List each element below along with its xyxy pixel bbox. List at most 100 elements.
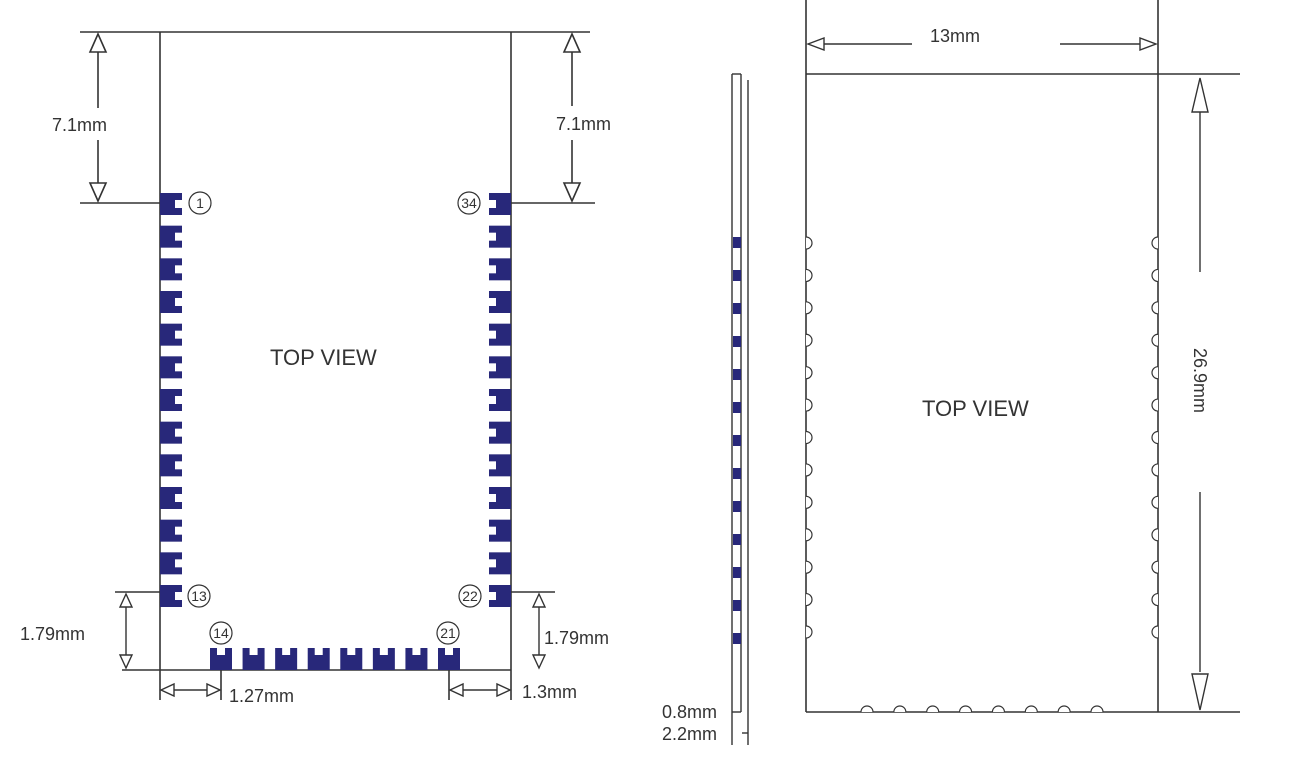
right-pad xyxy=(489,291,511,313)
dim-bottom-right: 1.79mm xyxy=(544,628,609,648)
side-pad-strip xyxy=(733,237,741,644)
castellation-left xyxy=(805,430,813,445)
pin-label-13: 13 xyxy=(187,584,211,608)
pin-label-34: 34 xyxy=(457,191,481,215)
bottom-pad xyxy=(242,648,265,670)
side-pad xyxy=(733,435,741,446)
bottom-pad xyxy=(340,648,363,670)
right-pad xyxy=(489,519,511,542)
castellation-left xyxy=(805,592,813,607)
left-pad xyxy=(160,258,182,281)
side-pad xyxy=(733,567,741,578)
right-pad xyxy=(489,454,511,477)
pin-label-21: 21 xyxy=(436,621,460,645)
bottom-pad xyxy=(210,648,232,670)
dim-pitch: 1.27mm xyxy=(229,686,294,706)
dim-arrow-width xyxy=(806,36,1158,52)
castellation-right xyxy=(1151,366,1159,380)
castellation-right xyxy=(1151,560,1159,574)
right-pad xyxy=(489,421,511,444)
pin-22-text: 22 xyxy=(462,588,478,604)
right-pad xyxy=(489,193,511,215)
castellation-left xyxy=(805,398,813,412)
dim-top-right: 7.1mm xyxy=(556,114,611,134)
dim-width: 13mm xyxy=(930,26,980,46)
left-pad xyxy=(160,454,182,477)
right-view-castellations xyxy=(805,236,1159,713)
castellation-right xyxy=(1151,528,1159,542)
left-pad xyxy=(160,225,182,248)
castellation-bottom xyxy=(991,705,1006,713)
pin-1-text: 1 xyxy=(196,195,204,211)
bottom-pad xyxy=(438,648,460,670)
pin-label-1: 1 xyxy=(188,191,212,215)
right-pad xyxy=(489,225,511,248)
dim-height: 26.9mm xyxy=(1190,348,1210,413)
right-view-title: TOP VIEW xyxy=(922,396,1029,421)
right-pad xyxy=(489,585,511,607)
dim-arrow-height xyxy=(1191,77,1209,711)
dim-arrow-pitch xyxy=(159,682,222,698)
left-pad xyxy=(160,552,182,575)
castellation-bottom xyxy=(1057,705,1071,713)
pin-13-text: 13 xyxy=(191,588,207,604)
left-pad xyxy=(160,585,182,607)
dim-arrow-bottom-right xyxy=(531,592,547,670)
bottom-pad-row xyxy=(210,648,460,670)
dim-top-left: 7.1mm xyxy=(52,115,107,135)
castellation-left xyxy=(805,236,813,250)
left-view-title: TOP VIEW xyxy=(270,345,377,370)
left-pad-column xyxy=(160,193,182,607)
castellation-right xyxy=(1151,592,1159,607)
castellation-left xyxy=(805,528,813,542)
left-pad xyxy=(160,389,182,411)
right-top-view xyxy=(805,0,1240,713)
castellation-right xyxy=(1151,301,1159,315)
left-pad xyxy=(160,421,182,444)
castellation-bottom xyxy=(1090,705,1104,713)
left-pad xyxy=(160,323,182,346)
right-pad xyxy=(489,356,511,379)
castellation-left xyxy=(805,495,813,509)
pin-label-22: 22 xyxy=(458,584,482,608)
castellation-left xyxy=(805,268,813,283)
castellation-right xyxy=(1151,268,1159,283)
castellation-bottom xyxy=(860,705,874,713)
bottom-pad xyxy=(307,648,330,670)
right-pad-column xyxy=(489,193,511,607)
right-pad xyxy=(489,487,511,509)
castellation-bottom xyxy=(893,705,907,713)
bottom-pad xyxy=(405,648,428,670)
castellation-bottom xyxy=(958,705,973,713)
left-pad xyxy=(160,356,182,379)
right-pad xyxy=(489,389,511,411)
dim-arrow-top-right xyxy=(562,32,582,203)
side-pad xyxy=(733,534,741,545)
right-pad xyxy=(489,552,511,575)
bottom-pad xyxy=(372,648,395,670)
side-pad xyxy=(733,501,741,512)
dim-total-thickness: 2.2mm xyxy=(662,724,717,744)
castellation-right xyxy=(1151,430,1159,445)
side-pad xyxy=(733,468,741,479)
left-pad xyxy=(160,487,182,509)
castellation-left xyxy=(805,333,813,347)
right-pad xyxy=(489,258,511,281)
left-pad xyxy=(160,291,182,313)
castellation-bottom xyxy=(1024,705,1038,713)
castellation-right xyxy=(1151,495,1159,509)
castellation-bottom xyxy=(926,705,940,713)
pin-34-text: 34 xyxy=(461,195,477,211)
side-pad xyxy=(733,369,741,380)
castellation-left xyxy=(805,625,813,639)
left-pad xyxy=(160,519,182,542)
castellation-right xyxy=(1151,333,1159,347)
pin-21-text: 21 xyxy=(440,625,456,641)
bottom-pad xyxy=(275,648,298,670)
castellation-left xyxy=(805,366,813,380)
side-pad xyxy=(733,600,741,611)
castellation-right xyxy=(1151,236,1159,250)
castellation-left xyxy=(805,463,813,477)
